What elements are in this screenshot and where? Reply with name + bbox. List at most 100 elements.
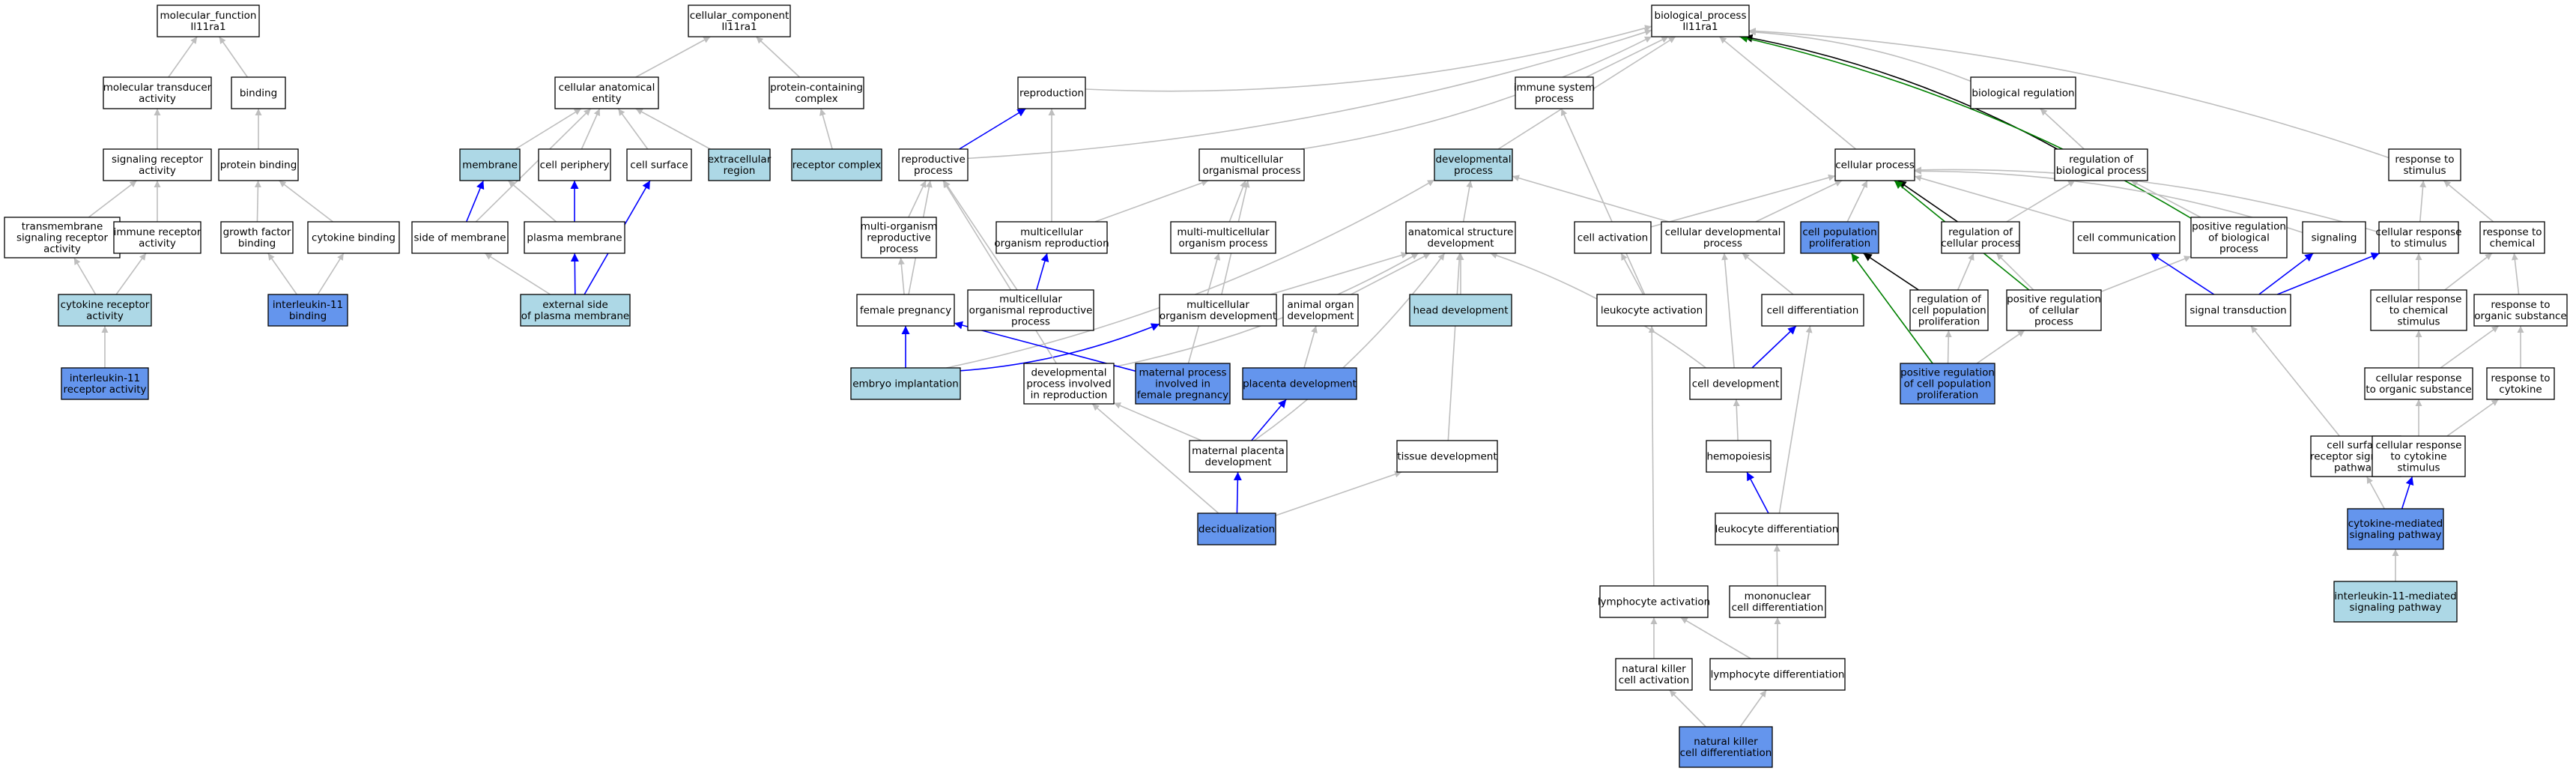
node-label: of plasma membrane	[521, 310, 630, 322]
node-label: to cytokine	[2390, 451, 2446, 463]
node-label: multicellular	[1220, 154, 1283, 166]
edge-som-to-cae	[475, 108, 592, 223]
node-box	[2347, 508, 2444, 550]
node-label: cell activation	[1619, 674, 1689, 686]
edge-mop-to-bp	[1300, 36, 1652, 150]
edge-cdp-to-cellp	[1755, 180, 1843, 223]
node-pbind: protein binding	[218, 148, 299, 181]
node-box	[1197, 513, 1276, 545]
node-label: biological regulation	[1972, 88, 2074, 100]
node-box	[218, 148, 299, 181]
node-box	[103, 148, 212, 181]
node-label: female pregnancy	[860, 305, 951, 317]
node-label: growth factor	[223, 226, 291, 238]
node-label: cell population	[1802, 226, 1876, 238]
node-label: interleukin-11	[273, 299, 343, 311]
node-label: developmental	[1435, 154, 1511, 166]
node-pldev: placenta development	[1242, 367, 1357, 400]
node-label: leukocyte differentiation	[1715, 524, 1839, 536]
node-label: involved in	[1155, 378, 1210, 390]
edge-breg-to-bp	[1748, 28, 1972, 82]
node-label: immune system	[1514, 82, 1595, 94]
node-box	[2486, 367, 2555, 400]
node-box	[1135, 363, 1231, 405]
node-label: cytokine-mediated	[2348, 518, 2443, 530]
edge-asd-to-devp	[1462, 180, 1473, 223]
node-box	[1729, 585, 1826, 618]
edge-csrsp-to-st	[2250, 325, 2340, 437]
node-box	[708, 148, 771, 181]
node-label: Il11ra1	[190, 21, 225, 33]
node-som: side of membrane	[411, 221, 509, 254]
node-label: cytokine receptor	[61, 299, 150, 311]
node-cdiff: cell differentiation	[1761, 294, 1864, 327]
edge-binding-to-mf	[218, 36, 249, 78]
edge-embimp-to-devp	[946, 179, 1435, 369]
node-box	[1909, 289, 1989, 331]
node-signaling: signaling	[2302, 221, 2366, 254]
node-label: mononuclear	[1745, 590, 1811, 602]
edge-cpp-to-cellp	[1846, 180, 1868, 223]
node-label: proliferation	[1918, 316, 1980, 328]
edge-rcp-to-rbp	[2006, 180, 2076, 223]
node-label: activity	[139, 93, 176, 105]
node-label: embryo implantation	[852, 378, 959, 390]
node-label: Il11ra1	[721, 21, 757, 33]
node-label: protein-containing	[770, 82, 863, 94]
node-label: organism process	[1178, 238, 1267, 250]
node-rc: receptor complex	[791, 148, 882, 181]
node-box	[2073, 221, 2180, 254]
edge-decid-to-tdev	[1275, 471, 1402, 516]
node-box	[791, 148, 882, 181]
edge-mcor-to-mop	[1094, 179, 1209, 223]
node-ccomm: cell communication	[2073, 221, 2180, 254]
edge-embimp-to-mod	[960, 323, 1160, 372]
node-label: organic substance	[2474, 310, 2566, 322]
node-label: process	[2034, 316, 2073, 328]
node-cperiph: cell periphery	[538, 148, 611, 181]
edge-cmsp-to-crcyt	[2401, 476, 2414, 510]
node-box	[1715, 513, 1839, 545]
edge-membrane-to-cae	[515, 108, 582, 150]
node-box	[157, 4, 260, 37]
node-label: activity	[43, 244, 81, 256]
node-embimp: embryo implantation	[850, 367, 961, 400]
node-label: of cell population	[1904, 378, 1992, 390]
node-label: binding	[240, 88, 277, 100]
node-label: response to	[2491, 299, 2550, 311]
node-membrane: membrane	[459, 148, 521, 181]
node-label: reproduction	[1019, 88, 1084, 100]
node-label: molecular transducer	[103, 82, 212, 94]
node-box	[2388, 148, 2461, 181]
node-box	[856, 294, 955, 327]
node-label: activity	[139, 238, 176, 250]
node-label: cytokine	[2499, 384, 2542, 396]
node-box	[231, 76, 286, 109]
node-label: signaling receptor	[112, 154, 204, 166]
node-box	[967, 289, 1094, 331]
node-box	[1242, 367, 1357, 400]
node-box	[1615, 658, 1693, 691]
node-label: side of membrane	[413, 232, 506, 244]
node-label: stimulus	[2403, 165, 2446, 177]
edge-lact-to-isp	[1560, 108, 1646, 295]
edge-rp-to-bp	[967, 28, 1652, 160]
node-label: cytokine binding	[312, 232, 396, 244]
